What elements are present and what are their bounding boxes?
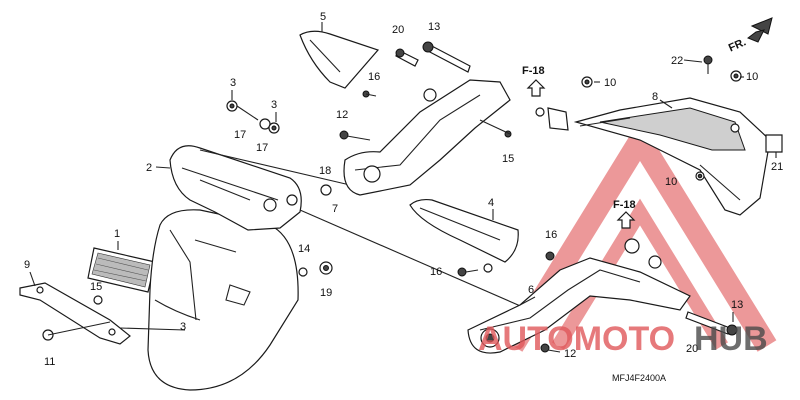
cover-4 xyxy=(409,198,519,273)
callout-8: 8 xyxy=(652,91,658,103)
callout-1: 1 xyxy=(114,228,120,240)
diagram-code: MFJ4F2400A xyxy=(612,373,666,383)
callout-leaders xyxy=(29,22,777,322)
fastener-10-top xyxy=(581,70,742,181)
callout-10-c: 10 xyxy=(665,176,677,188)
callout-20-b: 20 xyxy=(686,343,698,355)
license-bracket-9 xyxy=(19,282,131,345)
callout-14: 14 xyxy=(298,243,310,255)
callout-19: 19 xyxy=(320,287,332,299)
grab-rail-6 xyxy=(467,257,691,354)
bolt-13-top xyxy=(422,41,471,73)
f18-reference-right xyxy=(616,211,662,269)
callout-22: 22 xyxy=(671,55,683,67)
callout-labels: 1 2 3 3 3 4 5 6 7 8 9 10 10 10 11 12 12 … xyxy=(24,11,783,368)
bolt-16-lower xyxy=(545,251,555,261)
bolt-15-top xyxy=(479,119,512,138)
callout-13-b: 13 xyxy=(731,299,743,311)
callout-16-b: 16 xyxy=(430,266,442,278)
bolt-16-mid xyxy=(457,267,479,277)
grab-rail-bracket-7 xyxy=(343,79,511,196)
callout-17-a: 17 xyxy=(234,129,246,141)
callout-3-b: 3 xyxy=(271,99,277,111)
callout-12-b: 12 xyxy=(564,348,576,360)
f18-label-right: F-18 xyxy=(613,199,636,211)
front-indicator-label: FR. xyxy=(727,36,748,54)
callout-5: 5 xyxy=(320,11,326,23)
callout-3-a: 3 xyxy=(230,77,236,89)
fasteners-left xyxy=(42,100,333,341)
callout-3-c: 3 xyxy=(180,321,186,333)
leader-lines xyxy=(119,105,526,331)
bolt-12-top xyxy=(339,130,371,141)
callout-10-b: 10 xyxy=(746,71,758,83)
front-arrow-icon xyxy=(746,17,773,43)
callout-21: 21 xyxy=(771,161,783,173)
clip-21 xyxy=(765,134,783,153)
callout-4: 4 xyxy=(488,197,494,209)
callout-10-a: 10 xyxy=(604,77,616,89)
bolt-22 xyxy=(703,55,713,74)
callout-15-a: 15 xyxy=(502,153,514,165)
bolt-16-top xyxy=(362,90,377,98)
side-cover-5 xyxy=(299,30,380,89)
callout-17-b: 17 xyxy=(256,142,268,154)
f18-reference-top xyxy=(526,79,569,131)
bolt-20-top xyxy=(395,48,419,67)
callout-15-b: 15 xyxy=(90,281,102,293)
rear-fender xyxy=(147,209,299,391)
watermark-text-red: AUTOMOTO xyxy=(478,320,675,358)
callout-16-a: 16 xyxy=(368,71,380,83)
callout-16-c: 16 xyxy=(545,229,557,241)
callout-7: 7 xyxy=(332,203,338,215)
callout-18: 18 xyxy=(319,165,331,177)
callout-2: 2 xyxy=(146,162,152,174)
license-light-1 xyxy=(87,247,156,293)
callout-13-a: 13 xyxy=(428,21,440,33)
rear-cover-2 xyxy=(169,145,302,231)
callout-20-a: 20 xyxy=(392,24,404,36)
watermark-text: AUTOMOTO HUB xyxy=(478,320,768,358)
f18-label-top: F-18 xyxy=(522,65,545,77)
bolt-13-lower xyxy=(685,311,738,336)
callout-9: 9 xyxy=(24,259,30,271)
callout-6: 6 xyxy=(528,284,534,296)
callout-11: 11 xyxy=(44,356,55,368)
watermark-text-dark: HUB xyxy=(694,320,768,358)
rear-cowl-8 xyxy=(573,97,771,216)
bolt-12-lower xyxy=(540,343,561,353)
callout-12-a: 12 xyxy=(336,109,348,121)
